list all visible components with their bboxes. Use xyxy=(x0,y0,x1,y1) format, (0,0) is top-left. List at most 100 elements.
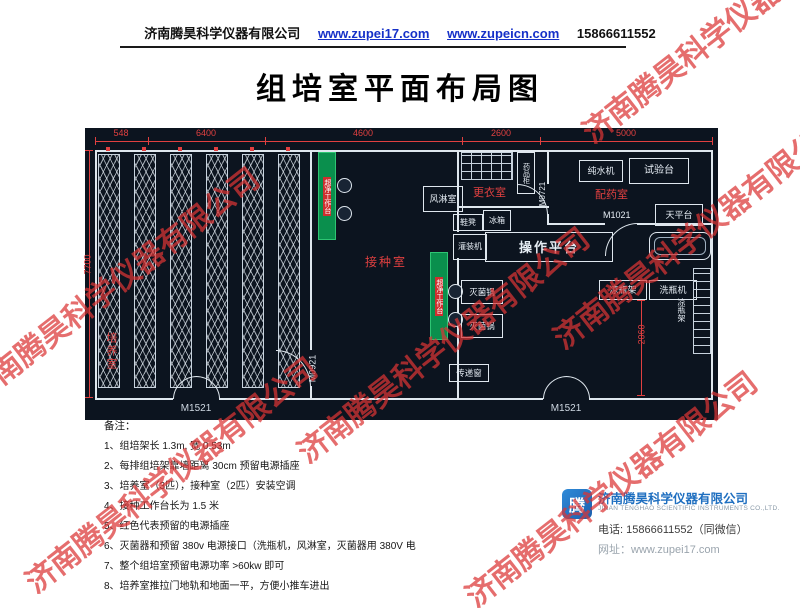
door-label-m1021: M1021 xyxy=(603,210,631,220)
bottle-rack-label-vertical: 凉瓶架 xyxy=(677,298,686,322)
dimension-line-right xyxy=(641,300,642,396)
stool xyxy=(337,178,352,193)
note-item: 1、组培架长 1.3m, 宽 0.53m xyxy=(104,441,231,452)
medicine-cabinet-label: 药品柜 xyxy=(522,162,530,184)
dimension-tick xyxy=(95,137,96,145)
test-bench: 试验台 xyxy=(629,158,689,184)
header-divider xyxy=(120,46,626,48)
wall-inoculation-right xyxy=(457,258,459,400)
room-label-culture: 培养室 xyxy=(105,332,117,371)
clean-bench: 超净工作台 xyxy=(318,152,336,240)
dimension-label-6400: 6400 xyxy=(195,128,217,138)
dimension-label-4600: 4600 xyxy=(352,128,374,138)
note-item: 7、整个组培室预留电源功率 >60kw 即可 xyxy=(104,561,285,572)
entry-grid-mat xyxy=(461,152,513,180)
bottle-rack-shelf xyxy=(693,268,711,354)
door-label-m1521-right: M1521 xyxy=(550,403,582,414)
header-phone: 15866611552 xyxy=(576,26,656,41)
clean-bench-label: 超净工作台 xyxy=(323,176,331,216)
door-arc-m0921 xyxy=(276,350,311,387)
culture-rack xyxy=(242,154,264,388)
wall-inoculation-right xyxy=(457,150,459,232)
dimension-label-2060: 2060 xyxy=(636,324,647,345)
bottle-washer: 洗瓶机 xyxy=(649,280,697,300)
clean-bench-label: 超净工作台 xyxy=(435,276,443,316)
dimension-label-2600: 2600 xyxy=(490,128,512,138)
wall-culture-inoculation xyxy=(310,386,312,400)
sterilizer: 灭菌锅 xyxy=(461,314,503,338)
footer-company-name: 济南腾昊科学仪器有限公司 xyxy=(598,492,749,506)
wall-changing-dispensary xyxy=(547,150,549,184)
notes-heading: 备注： xyxy=(104,420,136,432)
power-outlet-marker xyxy=(178,147,182,151)
wall-left xyxy=(95,150,97,400)
culture-rack xyxy=(98,154,120,388)
header-company-name: 济南腾昊科学仪器有限公司 xyxy=(144,26,301,41)
culture-rack xyxy=(278,154,300,388)
stool xyxy=(448,312,463,327)
dimension-line-left xyxy=(89,150,90,398)
power-outlet-marker xyxy=(142,147,146,151)
dimension-tick xyxy=(712,137,713,145)
dimension-tick xyxy=(637,395,645,396)
footer-website: 网址：www.zupei17.com xyxy=(598,544,720,556)
dimension-tick xyxy=(265,137,266,145)
culture-rack xyxy=(134,154,156,388)
door-label-m1521-left: M1521 xyxy=(180,403,212,414)
note-item: 3、培养室（3匹），接种室（2匹）安装空调 xyxy=(104,481,296,492)
sterilizer: 灭菌锅 xyxy=(461,280,503,304)
wall-changing-room xyxy=(457,206,549,208)
note-item: 2、每排组培架靠墙距离 30cm 预留电源插座 xyxy=(104,461,300,472)
operation-platform: 操作平台 xyxy=(485,232,613,262)
wall-bottom xyxy=(589,398,713,400)
page-title: 组培室平面布局图 xyxy=(256,73,544,106)
fridge: 冰箱 xyxy=(483,210,511,231)
dimension-line-top xyxy=(95,141,713,142)
dimension-tick xyxy=(148,137,149,145)
header-link-zupeicn[interactable]: www.zupeicn.com xyxy=(447,26,560,41)
pure-water-machine: 纯水机 xyxy=(579,160,623,182)
page-header: 济南腾昊科学仪器有限公司 www.zupei17.com www.zupeicn… xyxy=(0,23,800,42)
wall-right xyxy=(711,150,713,400)
power-outlet-marker xyxy=(106,147,110,151)
company-logo-icon: 腾 xyxy=(562,489,592,519)
room-label-inoculation: 接种室 xyxy=(365,255,408,269)
power-outlet-marker xyxy=(286,147,290,151)
wall-dispensary xyxy=(547,223,605,225)
floor-plan-canvas: 548 6400 4600 2600 5000 7700 2060 培养室 接种… xyxy=(82,128,718,420)
dimension-label-7700: 7700 xyxy=(82,254,93,275)
filling-machine: 灌装机 xyxy=(453,234,487,260)
power-outlet-marker xyxy=(214,147,218,151)
dimension-label-548: 548 xyxy=(113,128,129,138)
dimension-label-5000: 5000 xyxy=(615,128,637,138)
wall-bottom xyxy=(219,398,543,400)
dimension-tick xyxy=(540,137,541,145)
sink-basin xyxy=(654,237,706,255)
power-outlet-marker xyxy=(250,147,254,151)
transfer-window: 传递窗 xyxy=(449,364,489,382)
wall-culture-inoculation xyxy=(310,150,312,350)
dimension-tick xyxy=(637,300,645,301)
header-link-zupei17[interactable]: www.zupei17.com xyxy=(317,26,430,41)
wall-top xyxy=(95,150,713,152)
dimension-tick xyxy=(462,137,463,145)
shoe-bench: 鞋凳 xyxy=(453,214,483,231)
note-item: 6、灭菌器和预留 380v 电源接口（洗瓶机，风淋室，灭菌器用 380V 电 xyxy=(104,541,416,552)
room-label-dispensary: 配药室 xyxy=(595,189,628,201)
dimension-tick xyxy=(85,397,93,398)
door-arc-m1521-right xyxy=(566,376,590,399)
door-label-m0921: M0921 xyxy=(307,354,318,383)
door-arc-m1521-right xyxy=(543,376,567,399)
sink xyxy=(649,232,711,260)
stool xyxy=(448,284,463,299)
stool xyxy=(337,206,352,221)
culture-rack xyxy=(170,154,192,388)
note-item: 5、红色代表预留的电源插座 xyxy=(104,521,230,532)
wall-dispensary xyxy=(637,223,713,225)
clean-bench: 超净工作台 xyxy=(430,252,448,340)
note-item: 4、接种工作台长为 1.5 米 xyxy=(104,501,220,512)
wall-changing-dispensary xyxy=(547,214,549,225)
balance-table: 天平台 xyxy=(655,204,703,226)
footer-phone: 电话: 15866611552（同微信） xyxy=(598,524,748,536)
dimension-tick xyxy=(85,150,93,151)
